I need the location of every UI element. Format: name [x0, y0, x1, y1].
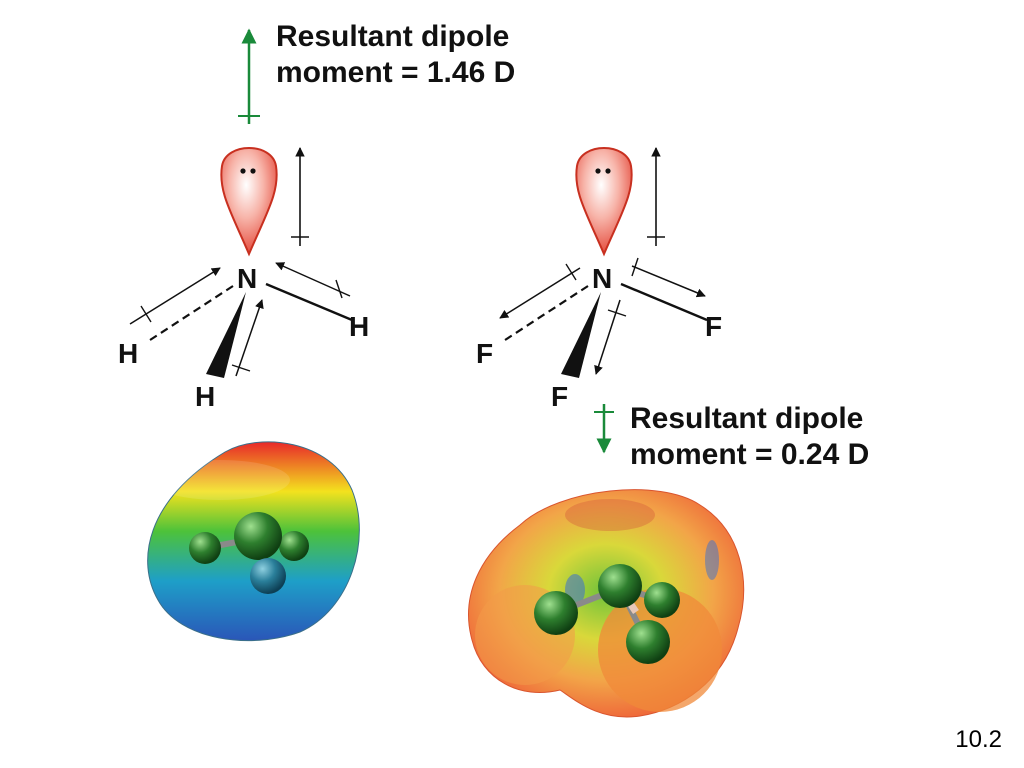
nf3-resultant-label-line2: moment = 0.24 D	[630, 438, 869, 471]
nf3-bond-dipole-arrow-bottom	[594, 299, 627, 375]
nh3-ball-model	[189, 512, 309, 594]
slide-number: 10.2	[955, 726, 1002, 753]
nh3-bond-wedge	[206, 292, 246, 378]
nh3-structure: Resultant dipole moment = 1.46 D N H H H	[118, 20, 515, 412]
nf3-resultant-label-line1: Resultant dipole	[630, 402, 863, 435]
nf3-structure: N F F F Resultant dipole moment = 0.24 D	[476, 147, 869, 471]
nh3-resultant-arrow	[238, 28, 260, 124]
nf3-atom-f-right: F	[705, 311, 722, 342]
nf3-bond-right	[620, 282, 708, 322]
nh3-atom-h-left: H	[118, 338, 138, 369]
nf3-potential-map	[468, 489, 745, 718]
nf3-bond-dashed	[504, 285, 589, 341]
nh3-resultant-label-line1: Resultant dipole	[276, 20, 509, 53]
nh3-bond-dipole-arrow-left	[129, 267, 221, 325]
nf3-bond-wedge	[561, 292, 601, 378]
nf3-lone-pair-lobe	[575, 147, 633, 257]
nh3-center-atom: N	[237, 263, 257, 294]
nh3-atom-h-bottom: H	[195, 381, 215, 412]
nh3-potential-map	[147, 441, 360, 642]
nh3-lone-pair-lobe	[220, 147, 278, 257]
nf3-atom-f-bottom: F	[551, 381, 568, 412]
nh3-bond-dipole-arrow-bottom	[231, 299, 264, 377]
nf3-resultant-arrow	[594, 404, 614, 454]
nf3-atom-f-left: F	[476, 338, 493, 369]
nh3-lone-pair-dipole-arrow	[291, 147, 309, 246]
nh3-resultant-label-line2: moment = 1.46 D	[276, 56, 515, 89]
nf3-bond-dipole-arrow-left	[499, 263, 581, 319]
nf3-bond-dipole-arrow-right	[631, 257, 706, 298]
nf3-ball-model	[534, 564, 680, 664]
nh3-bond-dipole-arrow-right	[275, 262, 351, 299]
nh3-bond-right	[265, 282, 353, 322]
nf3-center-atom: N	[592, 263, 612, 294]
nh3-bond-dashed	[149, 285, 234, 341]
nf3-lone-pair-dipole-arrow	[647, 147, 665, 246]
nh3-atom-h-right: H	[349, 311, 369, 342]
